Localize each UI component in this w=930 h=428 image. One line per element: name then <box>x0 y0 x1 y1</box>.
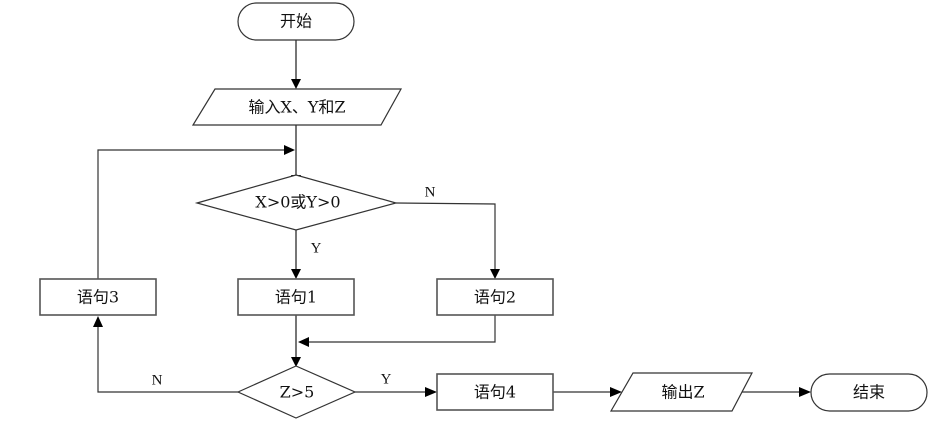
edge-label-cond2-no: N <box>152 372 163 388</box>
node-output: 输出Z <box>609 372 753 412</box>
arrow-head-icon <box>799 387 811 397</box>
node-end-label: 结束 <box>853 383 885 402</box>
edge-stmt2-cond2 <box>308 315 496 343</box>
arrow-head-icon <box>298 337 309 347</box>
terminal-shape <box>237 2 355 41</box>
node-input-label: 输入X、Y和Z <box>248 98 345 117</box>
io-shape <box>609 372 753 412</box>
decision-shape <box>194 174 399 231</box>
node-stmt3: 语句3 <box>39 278 157 316</box>
arrow-head-icon <box>93 316 103 327</box>
arrow-head-icon <box>291 79 301 89</box>
decision-shape <box>236 365 357 419</box>
node-stmt4: 语句4 <box>436 373 554 411</box>
arrow-head-icon <box>610 387 622 397</box>
edge-label-cond1-yes: Y <box>311 240 322 256</box>
edge-cond2-stmt3 <box>97 326 238 393</box>
arrow-head-icon <box>425 387 437 397</box>
node-cond1: X>0或Y>0 <box>194 174 399 231</box>
arrow-head-icon <box>291 357 301 367</box>
process-shape <box>39 278 157 316</box>
io-shape <box>191 88 403 126</box>
edge-stmt3-cond1 <box>97 149 286 280</box>
node-stmt4-label: 语句4 <box>474 383 516 402</box>
node-start: 开始 <box>237 2 355 41</box>
edge-label-cond1-no: N <box>425 184 436 200</box>
process-shape <box>436 373 554 411</box>
node-end: 结束 <box>810 373 928 412</box>
node-cond1-label: X>0或Y>0 <box>255 193 340 212</box>
node-stmt1-label: 语句1 <box>275 288 317 307</box>
terminal-shape <box>810 373 928 412</box>
node-stmt1: 语句1 <box>237 278 355 316</box>
node-stmt2-label: 语句2 <box>474 288 516 307</box>
process-shape <box>436 278 554 316</box>
node-cond2-label: Z>5 <box>280 383 315 402</box>
arrow-head-icon <box>490 269 500 279</box>
node-cond2: Z>5 <box>236 365 357 419</box>
node-stmt2: 语句2 <box>436 278 554 316</box>
node-output-label: 输出Z <box>661 383 704 402</box>
node-stmt3-label: 语句3 <box>77 288 119 307</box>
arrow-head-icon <box>291 269 301 279</box>
node-input: 输入X、Y和Z <box>191 88 403 126</box>
arrow-head-icon <box>284 145 295 155</box>
edge-cond1-stmt2 <box>395 202 496 270</box>
process-shape <box>237 278 355 316</box>
node-start-label: 开始 <box>280 12 312 31</box>
edge-label-cond2-yes: Y <box>381 371 392 387</box>
